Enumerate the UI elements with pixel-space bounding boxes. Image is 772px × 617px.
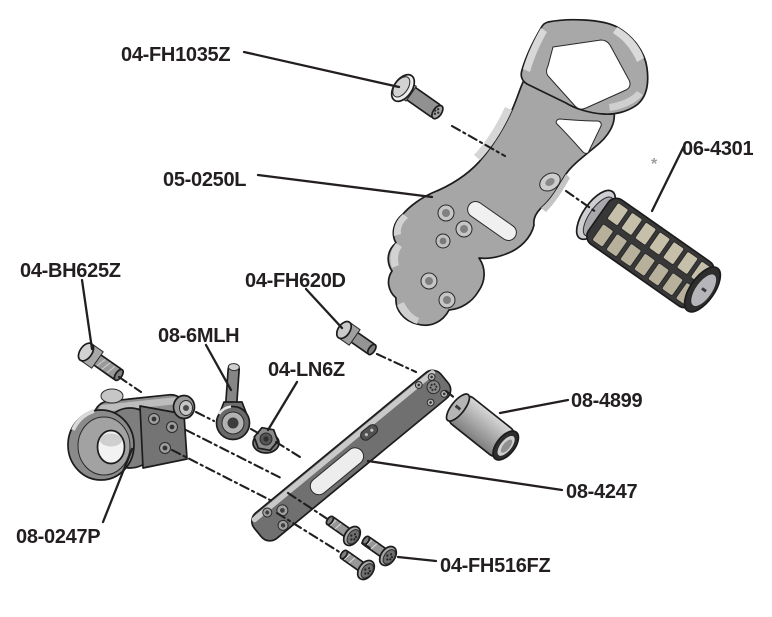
leader-4899 xyxy=(498,398,570,415)
pedal-arm-part xyxy=(251,369,452,542)
bracket-facet-2 xyxy=(390,243,402,268)
button-head-screw-part xyxy=(390,73,444,120)
bracket-arm-body xyxy=(387,79,616,327)
leader-4247 xyxy=(366,459,564,492)
pivot-clamp-part xyxy=(67,388,196,481)
label-06-4301: 06-4301 xyxy=(682,138,753,160)
assembly-axis-lines xyxy=(117,124,598,555)
label-08-0247P: 08-0247P xyxy=(16,526,100,548)
leader-fh516fz xyxy=(396,555,438,563)
flat-head-screws-part xyxy=(325,515,398,581)
label-04-FH1035Z: 04-FH1035Z xyxy=(121,44,230,66)
label-04-FH516FZ: 04-FH516FZ xyxy=(440,555,550,577)
label-04-FH620D: 04-FH620D xyxy=(245,270,346,292)
leader-4301 xyxy=(650,144,686,213)
axis-arm-to-screw3 xyxy=(275,511,343,555)
axis-screw1-to-screw2 xyxy=(360,541,372,550)
footnote-asterisk: * xyxy=(651,156,658,173)
leader-bh625z xyxy=(80,278,94,351)
axis-clamp-to-arm-lower xyxy=(170,448,274,503)
leader-fh1035z xyxy=(242,50,401,89)
leader-6mlh xyxy=(204,343,233,392)
axis-arm-to-spacer xyxy=(444,389,458,401)
bracket-arm-edge-shade xyxy=(541,174,570,212)
axis-screw-to-bracket xyxy=(450,124,507,158)
foot-peg-part xyxy=(575,189,722,313)
pedal-arm-peg-mount-holes xyxy=(414,373,449,407)
bracket-triangle-cutout xyxy=(555,118,602,154)
clamp-flange-screws xyxy=(148,413,178,454)
label-08-4899: 08-4899 xyxy=(571,390,642,412)
label-05-0250L: 05-0250L xyxy=(163,169,246,191)
axis-lever-to-nut xyxy=(249,427,260,435)
leader-0247p xyxy=(101,447,134,524)
lever-pin-part xyxy=(215,363,251,441)
bracket-facet-1 xyxy=(393,214,408,236)
bracket-loop-chamfer-left xyxy=(523,28,547,72)
axis-nut-to-arm xyxy=(274,440,302,459)
leader-0250l xyxy=(256,173,434,199)
bracket-loop-chamfer-right xyxy=(613,27,644,62)
axis-clamp-to-lever xyxy=(194,410,216,423)
flat-head-screw-3 xyxy=(339,549,376,581)
leader-fh620d xyxy=(304,287,344,330)
axis-arm-to-screw1 xyxy=(286,491,331,522)
bracket-arm-highlight xyxy=(474,107,512,160)
socket-bolt-part xyxy=(77,342,125,382)
spacer-sleeve-part xyxy=(445,393,520,461)
part-labels: 04-FH1035Z 05-0250L 06-4301 04-BH625Z 04… xyxy=(16,44,754,577)
bracket-peg-hole xyxy=(539,172,561,192)
leader-ln6z xyxy=(266,380,299,432)
label-08-4247: 08-4247 xyxy=(566,481,637,503)
foot-peg-grip-panels xyxy=(592,202,711,305)
axis-bracket-to-peg xyxy=(564,189,598,214)
flange-nut-part xyxy=(252,426,280,454)
main-bracket-part xyxy=(387,18,649,327)
flat-head-screw-2 xyxy=(361,535,398,567)
bracket-holes xyxy=(420,204,473,309)
label-04-BH625Z: 04-BH625Z xyxy=(20,260,121,282)
socket-screw-part xyxy=(335,320,377,356)
bracket-facet-3 xyxy=(397,302,419,324)
label-08-6MLH: 08-6MLH xyxy=(158,325,239,347)
flat-head-screw-1 xyxy=(325,515,362,547)
bracket-loop-chamfer-bottom xyxy=(609,91,643,111)
pedal-arm-logo-plate xyxy=(360,424,379,441)
axis-screw-to-arm-end xyxy=(375,352,418,374)
axis-bolt-to-clamp xyxy=(117,375,143,394)
bracket-slot xyxy=(467,201,517,241)
axis-clamp-to-arm-upper xyxy=(184,428,283,480)
pedal-arm-pivot-holes xyxy=(262,504,289,531)
leader-lines xyxy=(80,50,686,563)
bracket-loop-opening xyxy=(546,39,631,110)
label-04-LN6Z: 04-LN6Z xyxy=(268,359,345,381)
